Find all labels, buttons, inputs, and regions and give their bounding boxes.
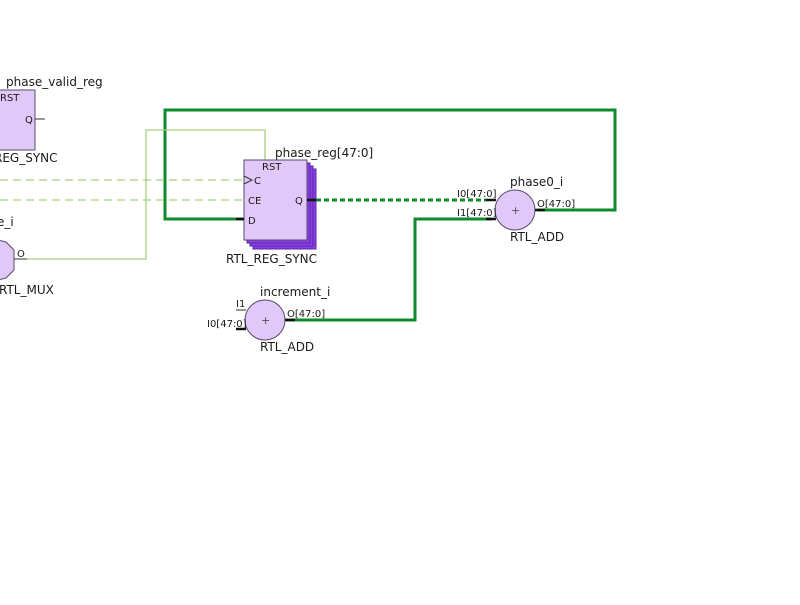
- phase-reg-type: RTL_REG_SYNC: [226, 252, 317, 266]
- phase-valid-reg-body[interactable]: [0, 89, 36, 151]
- phase0-i-name: phase0_i: [510, 175, 563, 189]
- phase-reg-d-label: D: [248, 216, 256, 227]
- phase0-i-i0-label: I0[47:0]: [457, 189, 497, 200]
- increment-i-name: increment_i: [260, 285, 330, 299]
- net-phase0-feedback[interactable]: [163, 108, 617, 221]
- increment-i-i0-label: I0[47:0]: [207, 319, 247, 330]
- mux-type: RTL_MUX: [0, 283, 54, 297]
- mux-body[interactable]: [0, 238, 15, 282]
- phase-valid-reg-type: REG_SYNC: [0, 151, 58, 165]
- increment-i-plus-icon: +: [261, 314, 270, 327]
- phase-reg-body[interactable]: [243, 159, 308, 241]
- increment-i-i1-label: I1: [236, 299, 245, 310]
- cell-phase-reg[interactable]: RST C CE D Q phase_reg[47:0] RTL_REG_SYN…: [226, 146, 373, 266]
- phase-reg-q-label: Q: [295, 196, 303, 207]
- cell-increment-i[interactable]: + I1 I0[47:0] O[47:0] increment_i RTL_AD…: [207, 285, 330, 354]
- cell-phase0-i[interactable]: + I0[47:0] I1[47:0] O[47:0] phase0_i RTL…: [457, 175, 575, 244]
- cell-mux[interactable]: O e_i RTL_MUX: [0, 215, 54, 297]
- mux-o-label: O: [17, 249, 25, 260]
- net-increment-out[interactable]: [286, 217, 492, 322]
- cell-phase-valid-reg[interactable]: RST Q phase_valid_reg REG_SYNC: [0, 75, 103, 165]
- clock-triangle-icon: [243, 175, 254, 185]
- phase-valid-reg-rst-label: RST: [0, 93, 20, 104]
- mux-name: e_i: [0, 215, 14, 229]
- phase-reg-rst-label: RST: [262, 162, 282, 173]
- phase0-i-plus-icon: +: [511, 204, 520, 217]
- phase-reg-c-label: C: [254, 176, 261, 187]
- phase0-i-i1-label: I1[47:0]: [457, 208, 497, 219]
- increment-i-type: RTL_ADD: [260, 340, 314, 354]
- phase0-i-o-label: O[47:0]: [537, 199, 575, 210]
- phase0-i-type: RTL_ADD: [510, 230, 564, 244]
- increment-i-o-label: O[47:0]: [287, 309, 325, 320]
- phase-reg-ce-label: CE: [248, 196, 261, 207]
- phase-valid-reg-q-label: Q: [25, 115, 33, 126]
- phase-valid-reg-name: phase_valid_reg: [6, 75, 103, 89]
- phase-reg-name: phase_reg[47:0]: [275, 146, 373, 160]
- net-mux-out[interactable]: [27, 129, 266, 260]
